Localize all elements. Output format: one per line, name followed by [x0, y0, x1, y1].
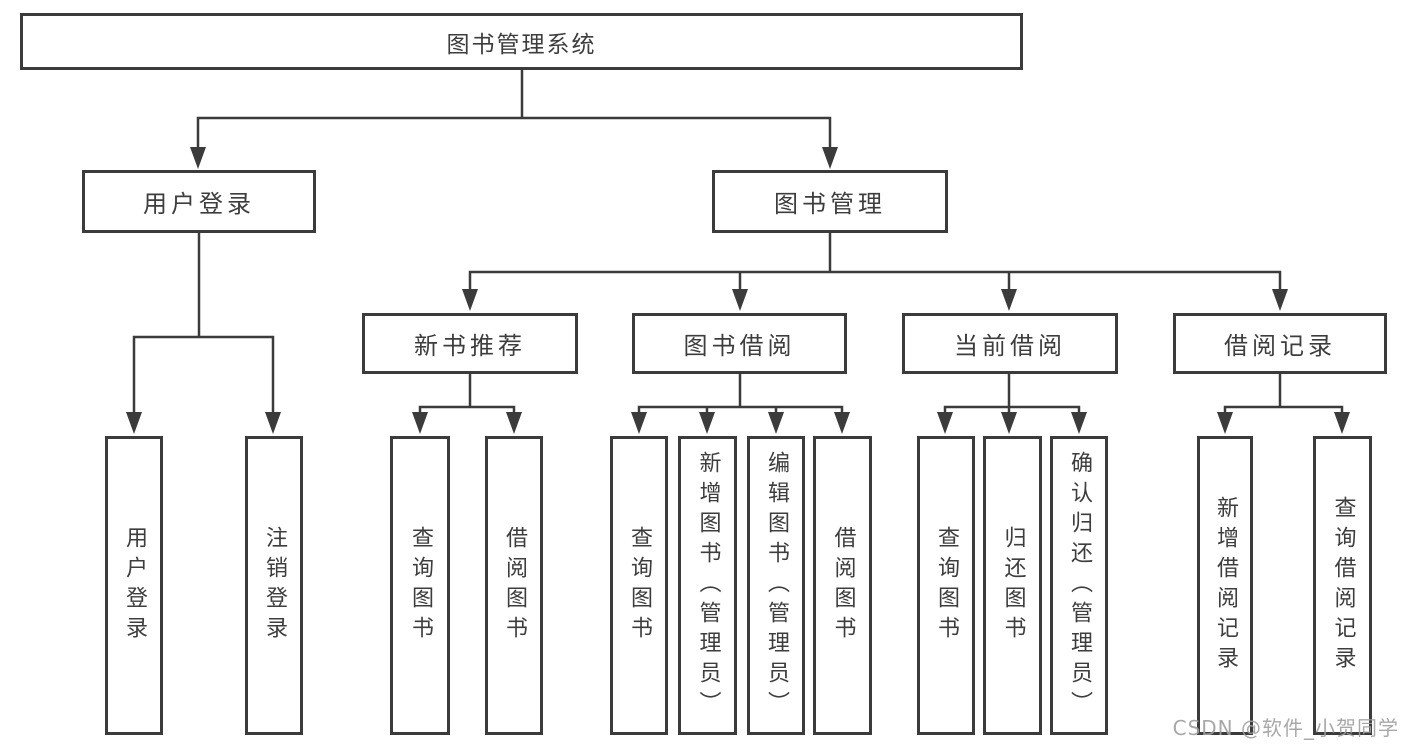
connector-root-fork	[196, 116, 832, 149]
leaf-query-books-borrowing: 查询图书	[610, 436, 668, 735]
leaf-query-books-current: 查询图书	[917, 436, 975, 735]
leaf-logout: 注销登录	[245, 436, 303, 735]
leaf-borrow-books-borrowing-label: 借阅图书	[830, 525, 856, 646]
leaf-borrow-books-recommend-label: 借阅图书	[502, 525, 527, 646]
node-borrowing-records: 借阅记录	[1173, 313, 1387, 374]
leaf-query-books-recommend-label: 查询图书	[408, 525, 433, 646]
leaf-logout-label: 注销登录	[262, 525, 287, 646]
leaf-borrow-books-recommend: 借阅图书	[485, 436, 543, 735]
leaf-confirm-return-admin: 确认归还（管理员）	[1050, 436, 1108, 735]
connector-current-fork	[943, 405, 1081, 414]
leaf-edit-books-admin-label: 编辑图书（管理员）	[764, 450, 789, 721]
node-book-borrowing: 图书借阅	[632, 313, 847, 374]
node-book-management-module-label: 图书管理	[774, 190, 886, 218]
node-user-login-module: 用户登录	[82, 170, 316, 233]
node-borrowing-records-label: 借阅记录	[1224, 332, 1336, 360]
leaf-query-books-borrowing-label: 查询图书	[627, 525, 652, 646]
leaf-edit-books-admin: 编辑图书（管理员）	[747, 436, 805, 735]
arrowheads	[126, 147, 1350, 434]
leaf-return-books: 归还图书	[983, 436, 1042, 735]
connector-record-fork	[1223, 405, 1344, 414]
connector-newbook-fork	[418, 405, 516, 414]
leaf-add-books-admin: 新增图书（管理员）	[678, 436, 737, 735]
leaf-borrow-books-borrowing: 借阅图书	[813, 436, 872, 735]
connector-userlogin-fork	[132, 335, 275, 413]
node-system-root-label: 图书管理系统	[446, 31, 597, 58]
watermark: CSDN @软件_小贺同学	[1172, 716, 1399, 740]
connector-bookmgmt-fork	[468, 270, 1282, 291]
leaf-add-books-admin-label: 新增图书（管理员）	[695, 450, 721, 721]
node-new-book-recommendation: 新书推荐	[362, 313, 578, 374]
node-book-management-module: 图书管理	[712, 170, 948, 233]
leaf-user-login: 用户登录	[105, 436, 163, 735]
node-current-borrowing-label: 当前借阅	[954, 332, 1066, 360]
node-new-book-recommendation-label: 新书推荐	[414, 332, 526, 360]
leaf-query-books-current-label: 查询图书	[934, 525, 959, 646]
leaf-add-borrow-record-label: 新增借阅记录	[1213, 495, 1238, 676]
leaf-add-borrow-record: 新增借阅记录	[1197, 436, 1253, 735]
node-user-login-module-label: 用户登录	[143, 190, 255, 218]
leaf-confirm-return-admin-label: 确认归还（管理员）	[1067, 450, 1092, 721]
node-book-borrowing-label: 图书借阅	[683, 332, 796, 360]
connector-borrow-fork	[637, 405, 844, 414]
leaf-user-login-label: 用户登录	[122, 525, 147, 646]
leaf-query-books-recommend: 查询图书	[390, 436, 450, 735]
leaf-query-borrow-record-label: 查询借阅记录	[1330, 495, 1356, 676]
node-current-borrowing: 当前借阅	[902, 313, 1118, 374]
node-system-root: 图书管理系统	[20, 13, 1023, 70]
leaf-query-borrow-record: 查询借阅记录	[1313, 436, 1372, 735]
leaf-return-books-label: 归还图书	[1000, 525, 1026, 646]
